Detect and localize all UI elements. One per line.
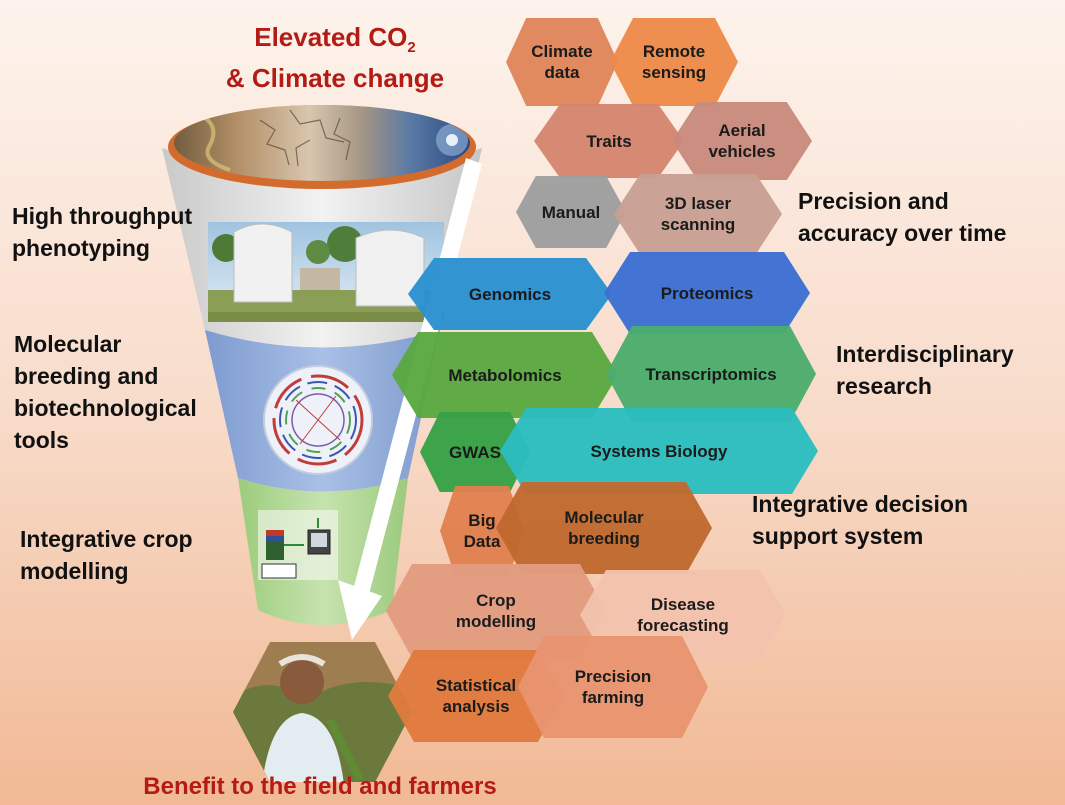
- label-high-throughput-phenotyping: High throughput phenotyping: [12, 203, 193, 261]
- footer-benefit: Benefit to the field and farmers: [143, 773, 497, 800]
- diagram-title: Elevated CO2 & Climate change: [225, 22, 445, 94]
- genome-circos-plot: [263, 365, 373, 475]
- hex-label-systems-biology: Systems Biology: [590, 441, 728, 461]
- hex-metabolomics: [392, 332, 618, 418]
- hex-traits: [534, 104, 684, 178]
- hex-label-traits: Traits: [586, 131, 632, 151]
- hex-label-big-data: Big Data: [463, 511, 501, 551]
- hex-proteomics: [604, 252, 810, 334]
- hex-label-aerial-vehicles: Aerial vehicles: [708, 121, 776, 161]
- hex-statistical-analysis: [388, 650, 564, 742]
- hex-molecular-breeding: [496, 482, 712, 574]
- hex-crop-modelling: [386, 564, 606, 658]
- hex-climate-data: [506, 18, 618, 106]
- hex-gwas: [420, 412, 530, 492]
- label-integrative-crop-modelling: Integrative crop modelling: [20, 526, 193, 584]
- hex-label-transcriptomics: Transcriptomics: [645, 364, 777, 384]
- hex-label-precision-farming: Precision farming: [574, 667, 652, 707]
- hex-label-statistical-analysis: Statistical analysis: [435, 676, 517, 716]
- hex-label-remote-sensing: Remote sensing: [641, 42, 707, 82]
- hex-aerial-vehicles: [672, 102, 812, 180]
- hex-transcriptomics: [606, 326, 816, 422]
- hex-genomics: [408, 258, 612, 330]
- hex-label-climate-data: Climate data: [531, 42, 593, 82]
- hex-systems-biology: [500, 408, 818, 494]
- hex-label-genomics: Genomics: [468, 284, 552, 304]
- hex-laser-scanning: [614, 174, 782, 254]
- crop-model-graphic: [258, 510, 338, 580]
- label-precision-accuracy: Precision and accuracy over time: [798, 188, 1007, 246]
- hex-label-proteomics: Proteomics: [660, 283, 754, 303]
- farmer-photo: [233, 642, 412, 782]
- label-integrative-decision-support: Integrative decision support system: [752, 491, 969, 549]
- hex-label-disease-forecasting: Disease forecasting: [637, 595, 729, 635]
- climate-images: [174, 105, 470, 181]
- hex-label-molecular-breeding: Molecular breeding: [564, 508, 644, 548]
- hex-label-gwas: GWAS: [449, 442, 501, 462]
- phenotyping-photo: [208, 222, 444, 322]
- hex-label-laser-scanning: 3D laser scanning: [660, 194, 736, 234]
- hex-label-crop-modelling: Crop modelling: [455, 591, 537, 631]
- hex-precision-farming: [518, 636, 708, 738]
- hexagon-layer: [386, 18, 818, 742]
- hex-label-manual: Manual: [541, 202, 601, 222]
- hex-big-data: [440, 486, 524, 576]
- hex-label-metabolomics: Metabolomics: [448, 365, 562, 385]
- label-molecular-breeding-tools: Molecular breeding and biotechnological …: [14, 331, 197, 453]
- hex-remote-sensing: [610, 18, 738, 106]
- hex-manual: [516, 176, 626, 248]
- label-interdisciplinary-research: Interdisciplinary research: [836, 341, 1014, 399]
